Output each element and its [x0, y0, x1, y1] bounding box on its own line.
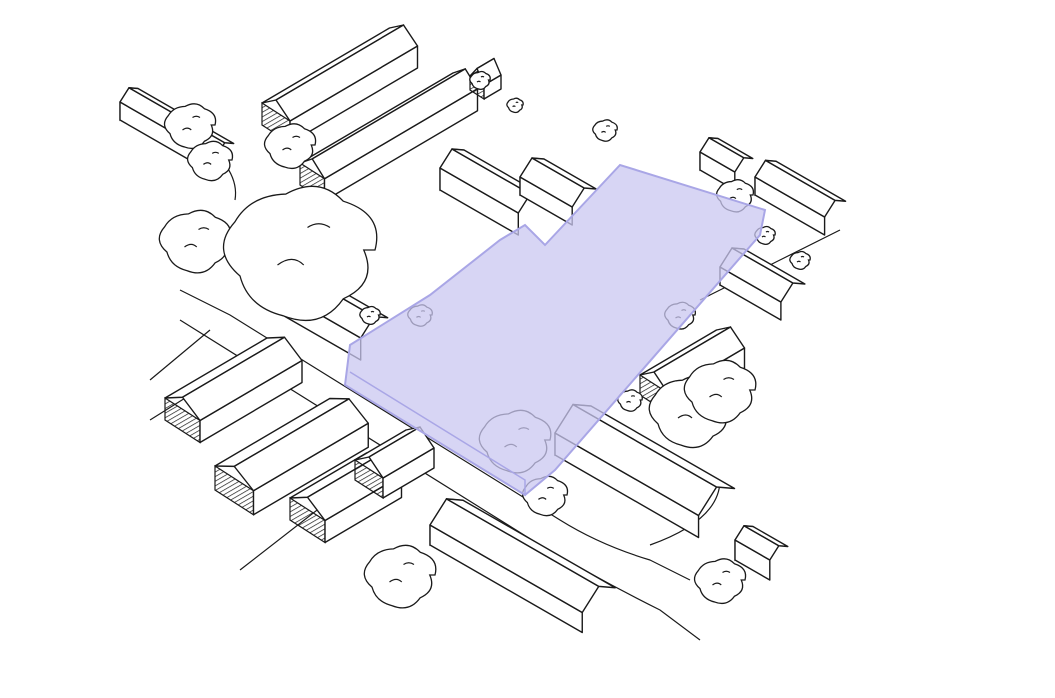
building [429, 498, 616, 634]
building [164, 336, 303, 444]
tree [683, 359, 757, 424]
tree [363, 544, 437, 609]
tree [506, 97, 524, 114]
site-boundary-edge [344, 371, 526, 497]
tree [789, 250, 811, 271]
tree [469, 70, 491, 91]
building [299, 68, 479, 202]
building [261, 24, 419, 145]
tree [186, 140, 234, 182]
tree [263, 123, 317, 170]
tree [359, 305, 381, 326]
tree [592, 119, 618, 142]
building [734, 525, 789, 581]
building [554, 403, 736, 539]
tree [158, 209, 232, 274]
tree [693, 558, 747, 605]
building [699, 137, 754, 191]
building [214, 397, 369, 516]
building [519, 157, 597, 226]
tree [222, 185, 378, 322]
development-site-highlight [343, 163, 767, 497]
building [754, 159, 847, 236]
